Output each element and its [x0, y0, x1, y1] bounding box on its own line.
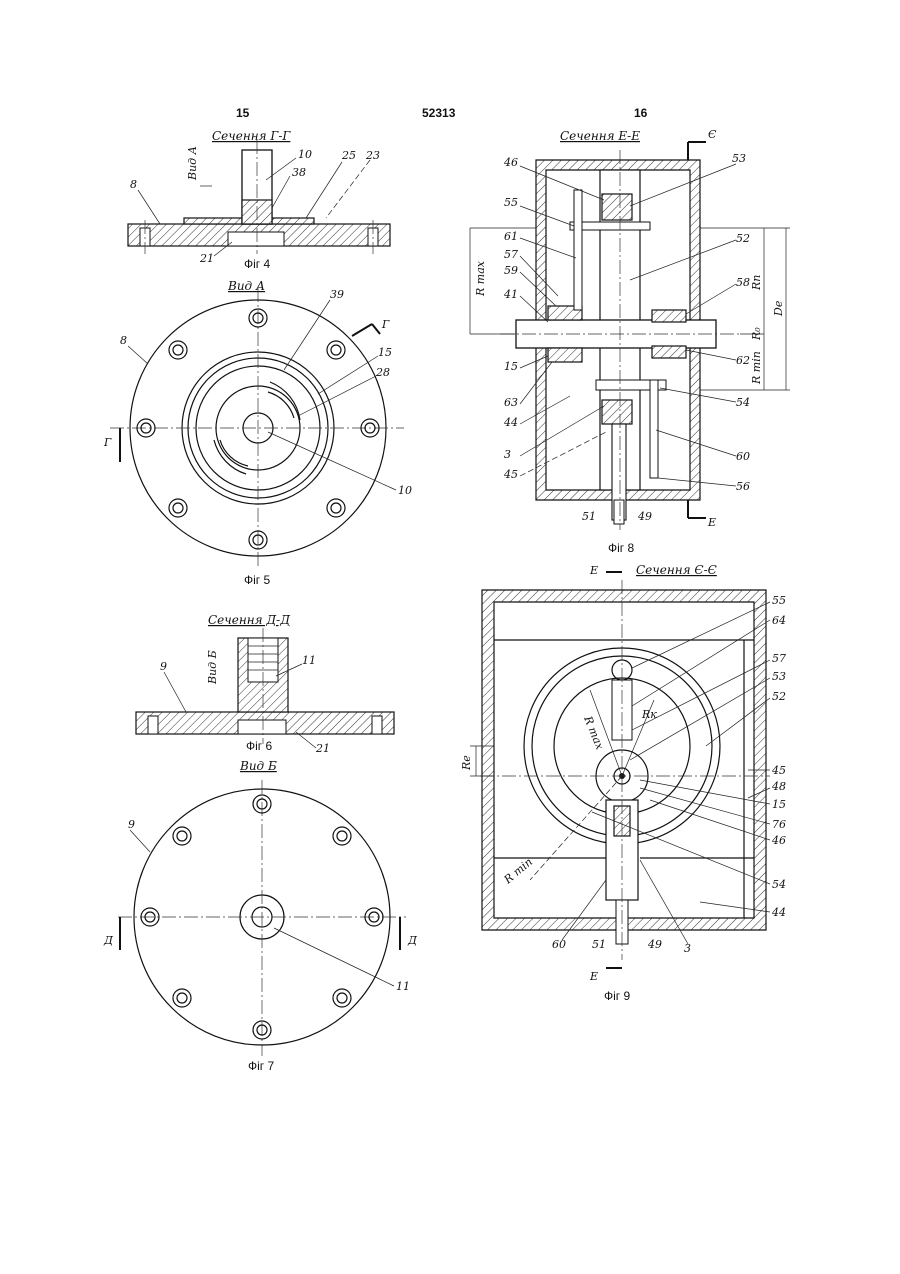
fig8-label-51: 51 — [582, 510, 596, 523]
fig4-label-38: 38 — [292, 166, 306, 179]
fig8-label-60: 60 — [736, 450, 750, 463]
fig9-label-52: 52 — [772, 690, 786, 703]
fig8-dim-de: Dе — [772, 300, 785, 317]
fig5-label-8: 8 — [120, 334, 127, 347]
fig8-label-3: 3 — [504, 448, 511, 461]
fig9-label-49: 49 — [647, 938, 662, 951]
fig8-label-54: 54 — [736, 396, 750, 409]
fig4-label-23: 23 — [365, 149, 380, 162]
fig5-caption: Фіг 5 — [244, 573, 271, 587]
fig6-label-21: 21 — [315, 742, 330, 755]
fig5-cut-label-left: Г — [103, 436, 112, 449]
fig5-cut-label-right: Г — [381, 318, 390, 331]
fig6-label-9: 9 — [160, 660, 167, 673]
fig5-view-title: Вид А — [227, 279, 265, 293]
fig4-section-title: Сечення Г-Г — [212, 129, 291, 143]
fig8-label-61: 61 — [504, 230, 518, 243]
fig9-dim-rk: Rк — [641, 708, 657, 721]
fig8-dim-rs: R₀ — [750, 327, 763, 341]
fig9-label-54: 54 — [772, 878, 786, 891]
figure-7: Вид Б Д Д 9 11 Фіг 7 — [103, 759, 418, 1073]
fig9-label-51: 51 — [592, 938, 606, 951]
figure-4: Сечення Г-Г Вид А 8 10 38 25 23 21 Фіг 4 — [128, 129, 390, 271]
fig4-view-label: Вид А — [186, 146, 199, 181]
fig5-label-28: 28 — [375, 366, 390, 379]
fig9-label-76: 76 — [772, 818, 786, 831]
fig9-label-55: 55 — [772, 594, 786, 607]
fig8-label-59: 59 — [504, 264, 518, 277]
fig6-label-11: 11 — [302, 654, 316, 667]
fig9-dim-rmin: R min — [501, 855, 535, 887]
figure-5: Вид А Г Г 8 — [103, 279, 412, 587]
fig8-label-45: 45 — [503, 468, 518, 481]
fig8-cut-label-bottom: Е — [707, 516, 716, 529]
fig7-cut-label-left: Д — [103, 934, 114, 947]
fig7-caption: Фіг 7 — [248, 1059, 275, 1073]
fig9-label-46: 46 — [771, 834, 786, 847]
fig5-label-10: 10 — [398, 484, 412, 497]
fig8-label-52: 52 — [736, 232, 750, 245]
fig9-cut-label-top: Е — [589, 564, 598, 577]
fig4-label-8: 8 — [130, 178, 137, 191]
fig9-section-title: Сечення Є-Є — [636, 563, 717, 577]
fig9-dim-rmax: R max — [581, 713, 607, 752]
figure-8: Сечення Е-Е Є Е — [470, 128, 790, 555]
fig4-label-25: 25 — [341, 149, 356, 162]
fig9-dim-re: Rе — [460, 755, 473, 771]
fig9-label-45: 45 — [771, 764, 786, 777]
fig8-caption: Фіг 8 — [608, 541, 635, 555]
fig5-label-39: 39 — [330, 288, 344, 301]
fig9-label-48: 48 — [771, 780, 786, 793]
fig8-section-title: Сечення Е-Е — [560, 129, 640, 143]
fig7-view-title: Вид Б — [239, 759, 277, 773]
figure-6: Сечення Д-Д Вид Б 9 11 21 Фіг 6 — [136, 613, 394, 755]
page-number-left: 15 — [236, 106, 250, 120]
fig8-label-49: 49 — [637, 510, 652, 523]
fig9-label-60: 60 — [552, 938, 566, 951]
fig8-label-44: 44 — [503, 416, 518, 429]
fig8-label-15: 15 — [504, 360, 518, 373]
fig9-caption: Фіг 9 — [604, 989, 631, 1003]
fig8-label-57: 57 — [504, 248, 518, 261]
fig8-label-46: 46 — [503, 156, 518, 169]
fig8-dim-rn: Rn — [750, 275, 763, 291]
fig4-label-21: 21 — [199, 252, 214, 265]
fig9-cut-label-bottom: Е — [589, 970, 598, 983]
fig9-label-57: 57 — [772, 652, 786, 665]
fig9-label-15: 15 — [772, 798, 786, 811]
fig6-caption: Фіг 6 — [246, 739, 273, 753]
fig8-label-56: 56 — [736, 480, 750, 493]
fig9-label-64: 64 — [772, 614, 786, 627]
fig4-caption: Фіг 4 — [244, 257, 271, 271]
fig8-label-41: 41 — [503, 288, 518, 301]
fig8-dim-rmax: R max — [474, 260, 487, 297]
fig7-label-11: 11 — [396, 980, 410, 993]
fig9-label-44: 44 — [771, 906, 786, 919]
fig8-dim-rmin: R min — [750, 351, 763, 385]
fig6-section-title: Сечення Д-Д — [208, 613, 290, 627]
fig8-label-53: 53 — [732, 152, 746, 165]
fig9-label-53: 53 — [772, 670, 786, 683]
fig4-label-10: 10 — [298, 148, 312, 161]
fig5-label-15: 15 — [378, 346, 392, 359]
fig7-cut-label-right: Д — [407, 934, 418, 947]
document-number: 52313 — [422, 106, 456, 120]
fig8-label-58: 58 — [736, 276, 750, 289]
fig8-cut-label-top: Є — [708, 128, 717, 141]
fig9-label-3: 3 — [684, 942, 691, 955]
page-number-right: 16 — [634, 106, 648, 120]
fig8-label-62: 62 — [736, 354, 750, 367]
fig6-view-label: Вид Б — [206, 650, 219, 685]
fig8-label-55: 55 — [504, 196, 518, 209]
figure-9: Е Сечення Є-Є R max Rк R min Rе — [460, 563, 786, 1003]
fig7-label-9: 9 — [128, 818, 135, 831]
fig8-label-63: 63 — [504, 396, 518, 409]
